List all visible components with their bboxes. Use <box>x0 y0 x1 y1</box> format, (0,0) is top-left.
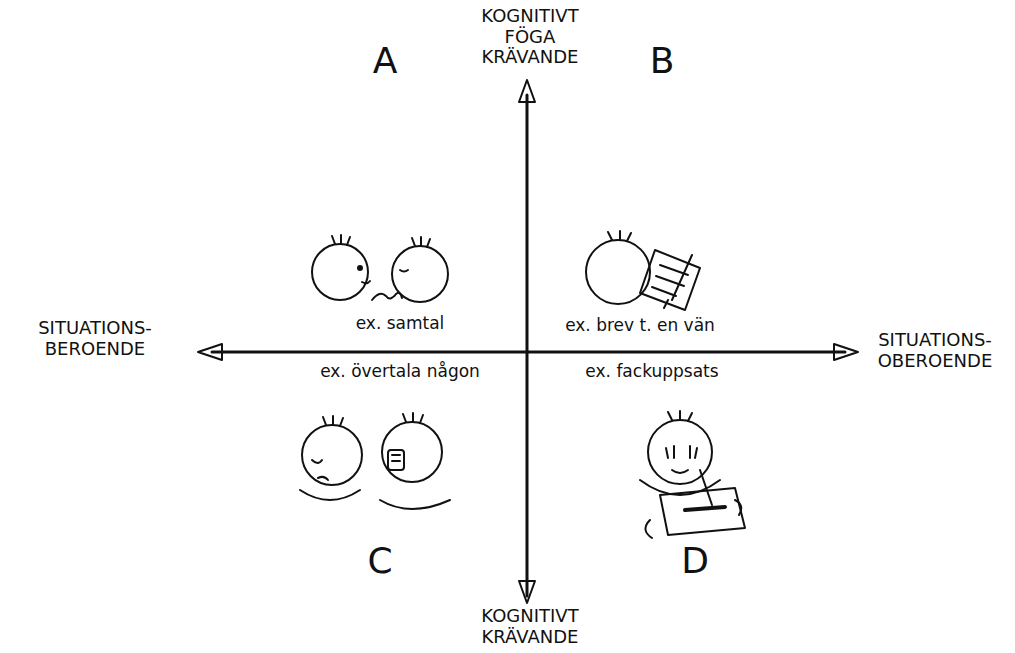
example-label: ex. övertala någon <box>320 362 480 382</box>
letter-writer-figure <box>586 231 700 310</box>
axis-arrowhead <box>519 80 535 102</box>
horizontal-axis <box>212 351 845 354</box>
quadrant-letter: D <box>681 540 709 581</box>
persuasion-figure <box>300 413 450 509</box>
axis-label: SITUATIONS- OBEROENDE <box>878 330 993 371</box>
quadrant-letter: B <box>650 40 675 81</box>
quadrant-letter: C <box>367 540 392 581</box>
axis-arrowhead <box>519 581 535 603</box>
quadrant-letter: A <box>373 40 398 81</box>
example-label: ex. fackuppsats <box>585 362 718 382</box>
conversation-figure <box>312 235 448 302</box>
axis-arrowhead <box>198 344 222 360</box>
axis-arrowhead <box>834 344 858 360</box>
example-label: ex. samtal <box>356 314 445 334</box>
essay-writer-figure <box>640 411 745 538</box>
vertical-axis <box>526 95 529 596</box>
example-label: ex. brev t. en vän <box>565 316 715 336</box>
axis-label: KOGNITIVT KRÄVANDE <box>481 606 578 647</box>
axis-label: KOGNITIVT FÖGA KRÄVANDE <box>481 6 578 68</box>
axis-label: SITUATIONS- BEROENDE <box>38 318 152 359</box>
